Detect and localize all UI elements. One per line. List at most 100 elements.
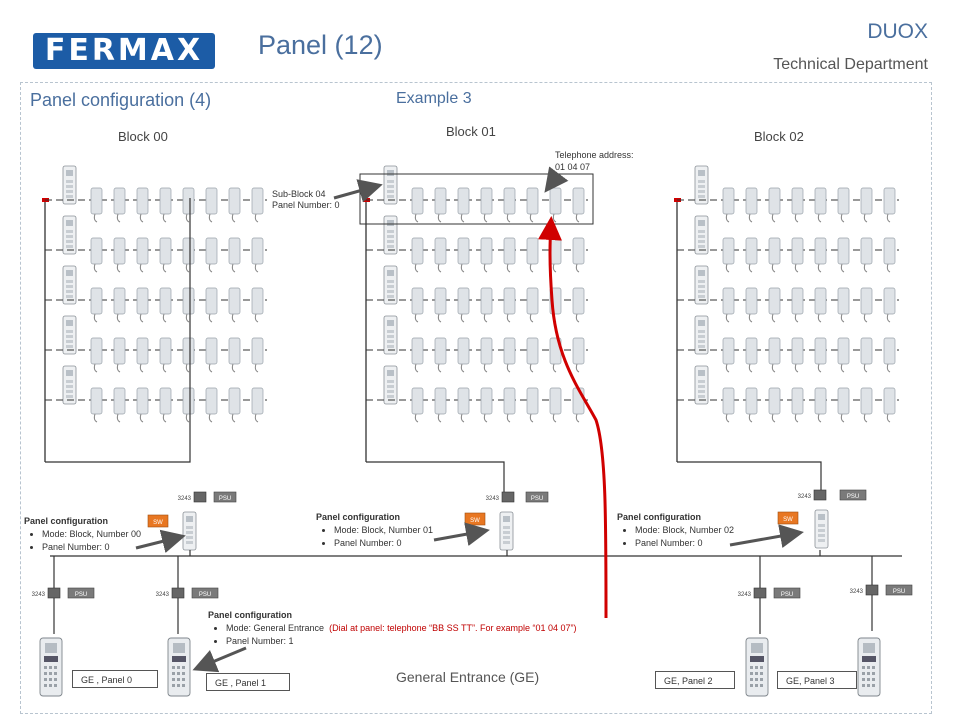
panel-button xyxy=(66,390,73,393)
monitor-telephone xyxy=(411,187,424,215)
keypad-key xyxy=(54,666,57,669)
telephone-cord xyxy=(93,313,98,323)
monitor-telephone xyxy=(434,337,447,365)
panel-button xyxy=(66,380,73,383)
panel-button xyxy=(698,280,705,283)
panel-button xyxy=(66,240,73,243)
telephone-cord xyxy=(116,213,121,223)
monitor-telephone xyxy=(457,387,470,415)
monitor-telephone xyxy=(251,337,264,365)
monitor-telephone xyxy=(90,337,103,365)
sub-block-label: Sub-Block 04 xyxy=(272,189,326,199)
telephone-cord xyxy=(817,363,822,373)
monitor-telephone xyxy=(182,287,195,315)
monitor-telephone xyxy=(90,387,103,415)
monitor-telephone xyxy=(860,287,873,315)
panel-button xyxy=(66,330,73,333)
monitor-telephone xyxy=(228,337,241,365)
telephone-cord xyxy=(162,413,167,423)
panel-camera xyxy=(503,516,510,522)
monitor-telephone xyxy=(182,387,195,415)
panel-camera xyxy=(387,270,394,276)
config-00-arrow xyxy=(135,529,186,554)
telephone-cord xyxy=(414,363,419,373)
sub-block-arrow xyxy=(333,179,383,203)
panel-button xyxy=(503,541,510,544)
config-block-00: Panel configuration Mode: Block, Number … xyxy=(24,515,141,554)
psu-ge-3 xyxy=(885,584,913,596)
panel-button xyxy=(387,235,394,238)
monitor-telephone xyxy=(814,287,827,315)
monitor-telephone xyxy=(480,237,493,265)
panel-button xyxy=(698,335,705,338)
monitor-telephone xyxy=(526,337,539,365)
switch-block-01-label: SW xyxy=(470,518,480,524)
keypad-key xyxy=(44,672,47,675)
panel-button xyxy=(698,240,705,243)
monitor-telephone xyxy=(745,287,758,315)
panel-button xyxy=(66,195,73,198)
distributor-block-00-label: 3243 xyxy=(178,496,192,502)
monitor-telephone xyxy=(837,287,850,315)
psu-ge-0-label: PSU xyxy=(75,592,87,598)
monitor-telephone xyxy=(480,287,493,315)
distributor-ge-1-label: 3243 xyxy=(156,592,170,598)
telephone-cord xyxy=(886,263,891,273)
monitor-telephone xyxy=(113,237,126,265)
monitor-telephone xyxy=(182,337,195,365)
monitor-telephone xyxy=(503,387,516,415)
panel-button xyxy=(387,395,394,398)
config-general-entrance: Panel configuration Mode: General Entran… xyxy=(208,609,577,648)
distributor-block-02-label: 3243 xyxy=(798,494,812,500)
telephone-cord xyxy=(794,413,799,423)
monitor-telephone xyxy=(722,187,735,215)
keypad-key xyxy=(867,672,870,675)
config-01-arrow xyxy=(433,522,490,546)
monitor-telephone xyxy=(768,287,781,315)
panel-display xyxy=(862,656,876,662)
monitor-telephone xyxy=(572,237,585,265)
telephone-cord xyxy=(254,313,259,323)
telephone-cord xyxy=(575,363,580,373)
config-heading: Panel configuration xyxy=(208,610,293,620)
telephone-cord xyxy=(840,363,845,373)
keypad-key xyxy=(760,672,763,675)
panel-button xyxy=(698,195,705,198)
keypad-key xyxy=(49,672,52,675)
telephone-cord xyxy=(748,313,753,323)
telephone-cord xyxy=(483,313,488,323)
monitor-telephone xyxy=(503,237,516,265)
config-ge-arrow xyxy=(192,646,247,673)
telephone-cord xyxy=(231,263,236,273)
telephone-cord xyxy=(817,413,822,423)
monitor-telephone xyxy=(768,237,781,265)
switch-block-00 xyxy=(147,514,169,528)
telephone-cord xyxy=(254,413,259,423)
monitor-telephone xyxy=(228,387,241,415)
monitor-telephone xyxy=(837,187,850,215)
telephone-cord xyxy=(506,213,511,223)
general-entrance-label: General Entrance (GE) xyxy=(396,669,540,685)
monitor-telephone xyxy=(205,337,218,365)
telephone-cord xyxy=(863,263,868,273)
keypad-key xyxy=(872,678,875,681)
monitor-telephone xyxy=(434,237,447,265)
telephone-cord xyxy=(840,213,845,223)
panel-button xyxy=(818,524,825,527)
keypad-key xyxy=(862,666,865,669)
keypad-key xyxy=(872,684,875,687)
keypad-key xyxy=(750,666,753,669)
distributor-block-01-label: 3243 xyxy=(486,496,500,502)
telephone-cord xyxy=(139,313,144,323)
keypad-key xyxy=(872,666,875,669)
panel-camera xyxy=(698,170,705,176)
monitor-telephone xyxy=(722,387,735,415)
telephone-cord xyxy=(725,313,730,323)
keypad-key xyxy=(755,666,758,669)
panel-button xyxy=(698,385,705,388)
telephone-cord xyxy=(506,363,511,373)
telephone-cord xyxy=(254,363,259,373)
monitor-telephone xyxy=(159,337,172,365)
monitor-telephone xyxy=(90,287,103,315)
panel-camera xyxy=(863,643,875,653)
